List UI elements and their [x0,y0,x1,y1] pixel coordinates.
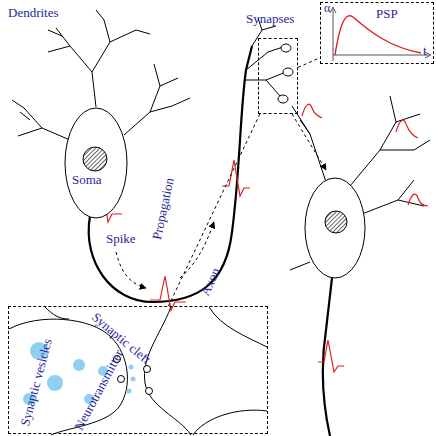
part-label: Spike [106,232,136,245]
cell-nucleus [325,211,347,233]
neurotransmitter-dot [129,365,134,370]
node-outline [9,307,269,435]
node-label: t [423,44,427,57]
node-label: Synapses [246,12,294,25]
node-label: PSP [376,7,398,20]
synapse-inset: Synaptic vesiclesSynaptic cleftNeurotran… [8,306,268,434]
psp-curve [335,16,421,55]
part-label: Dendrites [8,6,59,19]
propagation-arrow [116,114,326,288]
node-outline [64,107,128,219]
node-outline [259,39,299,115]
node-label: Soma [72,173,102,186]
part-label: Propagation [150,177,176,241]
leader-line [298,58,320,68]
synapse-region: Synapses [258,38,298,114]
synapse-membrane [9,307,267,435]
neurotransmitter-dot [131,377,136,382]
synaptic-vesicle [73,359,85,371]
plot-axis [330,7,431,61]
soma-node: Soma [64,107,128,219]
neurotransmitter-dot [127,389,132,394]
leader-line [168,114,259,306]
part-label: Axon [198,266,222,298]
receptor-site [144,366,151,373]
synaptic-terminal [278,44,293,103]
receptor-site [118,376,125,383]
node-label: α [324,2,330,14]
receptor-site [146,388,153,395]
soma-body [305,178,365,278]
soma-body [65,108,127,218]
synaptic-vesicle [47,375,63,391]
psp-inset: α PSP t [320,2,434,64]
cell-nucleus [83,147,107,171]
psp-waveform [302,104,428,372]
